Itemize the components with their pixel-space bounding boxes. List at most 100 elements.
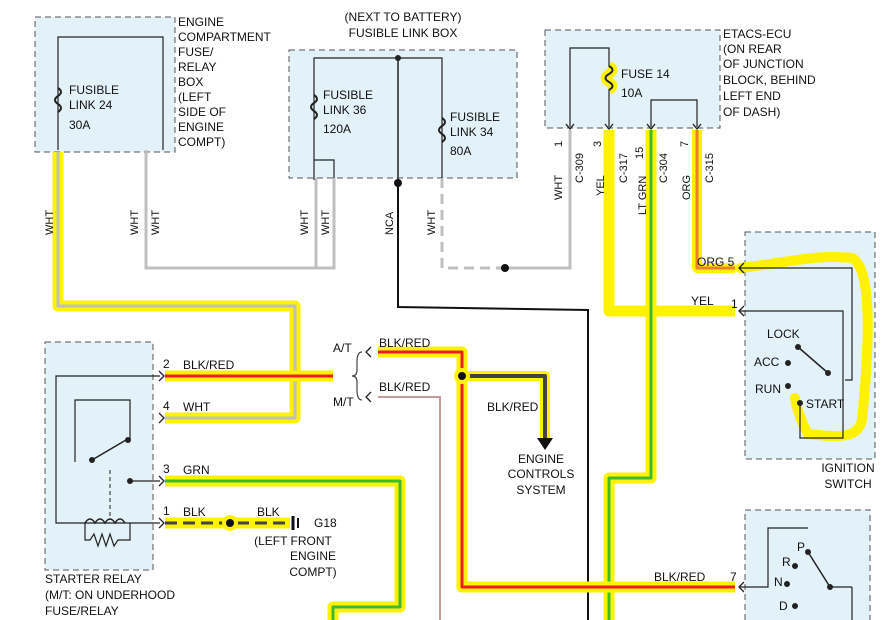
svg-text:R: R	[782, 555, 791, 569]
relay-diode	[84, 523, 131, 548]
org-wire	[695, 130, 735, 270]
svg-text:(NEXT TO BATTERY): (NEXT TO BATTERY)	[345, 10, 462, 24]
svg-text:ACC: ACC	[754, 355, 780, 369]
svg-text:GRN: GRN	[183, 463, 210, 477]
yel-wire	[603, 130, 735, 317]
svg-text:BLK/RED: BLK/RED	[379, 380, 431, 394]
fl24-circuit	[57, 36, 164, 150]
svg-text:SYSTEM: SYSTEM	[516, 483, 565, 497]
fl34-fuse-symbol	[438, 117, 446, 143]
svg-text:WHT: WHT	[299, 210, 311, 235]
svg-text:NCA: NCA	[384, 211, 396, 235]
fusible-link-36-label: FUSIBLE LINK 36 120A	[323, 88, 373, 136]
ignition-bus	[740, 267, 853, 381]
svg-text:WHT: WHT	[553, 175, 565, 200]
ignition-labels: ORG 5 1 YEL LOCK ACC RUN START IGNITION …	[691, 255, 875, 491]
grn-wire-highlight	[165, 475, 406, 620]
svg-text:IGNITION: IGNITION	[821, 461, 874, 475]
etacs-circuit-2	[650, 99, 698, 127]
wht-splice	[501, 264, 509, 272]
blkred-ecm-wire	[462, 374, 547, 440]
ignition-switch-arm	[797, 346, 829, 374]
trans-contact-n	[784, 581, 790, 587]
svg-text:COMPT): COMPT)	[289, 565, 336, 579]
svg-text:BLK/RED: BLK/RED	[654, 570, 706, 584]
svg-text:15: 15	[634, 147, 646, 159]
svg-text:BLK/RED: BLK/RED	[183, 358, 235, 372]
svg-text:WHT: WHT	[183, 400, 211, 414]
svg-text:D: D	[779, 599, 788, 613]
svg-text:ENGINE: ENGINE	[290, 549, 336, 563]
svg-text:FUSE 14: FUSE 14	[621, 67, 670, 81]
svg-text:LOCK: LOCK	[767, 327, 800, 341]
relay-internal	[55, 375, 160, 524]
svg-text:A/T: A/T	[333, 341, 352, 355]
trans-contact-d	[792, 603, 798, 609]
svg-text:RUN: RUN	[755, 382, 781, 396]
trans-contact-r	[792, 563, 798, 569]
at-mt-bracket	[351, 351, 363, 401]
org-wire-highlight	[692, 130, 735, 273]
svg-text:ORG 5: ORG 5	[697, 255, 735, 269]
ignition-start-path	[740, 310, 844, 439]
svg-text:BLK: BLK	[257, 505, 280, 519]
ign-contact-run	[785, 383, 791, 389]
svg-text:LT GRN: LT GRN	[637, 176, 649, 215]
svg-text:3: 3	[163, 462, 170, 476]
svg-text:BLK/RED: BLK/RED	[379, 336, 431, 350]
svg-text:C-315: C-315	[704, 153, 716, 183]
transmission-range-switch-box	[744, 509, 871, 620]
svg-text:WHT: WHT	[129, 210, 141, 235]
svg-text:120A: 120A	[323, 122, 351, 136]
fuse-14-label: FUSE 14 10A	[621, 67, 670, 100]
svg-text:7: 7	[679, 141, 691, 147]
fl-box-node	[395, 55, 401, 61]
wht-wire-etacs	[505, 130, 572, 270]
svg-text:1: 1	[553, 141, 565, 147]
etacs-ecu-box	[544, 29, 721, 129]
ign-contact-start	[797, 400, 803, 406]
blkred-at-wire	[378, 350, 735, 589]
svg-text:ORG: ORG	[681, 175, 693, 200]
svg-text:C-309: C-309	[574, 153, 586, 183]
svg-text:LINK 36: LINK 36	[323, 103, 367, 117]
svg-text:FUSIBLE: FUSIBLE	[69, 83, 119, 97]
svg-text:LINK 34: LINK 34	[450, 125, 494, 139]
svg-text:7: 7	[730, 570, 737, 584]
svg-text:(M/T: ON UNDERHOOD: (M/T: ON UNDERHOOD	[45, 588, 175, 602]
blkred-splice	[458, 372, 466, 380]
wht-wire-engine-box	[144, 150, 336, 270]
fusible-link-24-label: FUSIBLE LINK 24 30A	[69, 83, 119, 132]
trans-circuit	[740, 527, 808, 588]
svg-text:YEL: YEL	[595, 175, 607, 196]
svg-text:CONTROLS: CONTROLS	[508, 467, 575, 481]
svg-text:BOX: BOX	[178, 75, 203, 89]
svg-text:3: 3	[592, 141, 604, 147]
at-mt-labels: A/T M/T BLK/RED BLK/RED BLK/RED BLK/RED …	[333, 336, 737, 584]
svg-text:RELAY: RELAY	[178, 60, 216, 74]
svg-text:SIDE OF: SIDE OF	[178, 105, 226, 119]
ltgrn-wire	[607, 130, 653, 620]
svg-text:START: START	[806, 397, 845, 411]
connector-labels: 1 C-309 3 C-317 15 C-304 7 C-315	[553, 141, 716, 183]
svg-text:80A: 80A	[450, 144, 471, 158]
relay-wire-labels: 2 BLK/RED 4 WHT 3 GRN 1 BLK BLK G18 (LEF…	[163, 357, 337, 579]
nca-node	[394, 179, 402, 187]
transmission-switch-labels: P R N D	[774, 540, 805, 613]
svg-text:C-304: C-304	[658, 153, 670, 183]
svg-text:ENGINE: ENGINE	[178, 15, 224, 29]
svg-text:BLK/RED: BLK/RED	[487, 400, 539, 414]
nca-wire	[397, 183, 589, 620]
blkred-mt-wire	[378, 396, 441, 620]
svg-text:FUSIBLE: FUSIBLE	[323, 88, 373, 102]
fl36-split	[314, 159, 335, 180]
svg-text:LINK 24: LINK 24	[69, 98, 113, 112]
svg-text:30A: 30A	[69, 118, 90, 132]
grn-wire	[165, 479, 402, 620]
engine-controls-label: ENGINE CONTROLS SYSTEM	[508, 452, 575, 497]
svg-text:C-317: C-317	[618, 153, 630, 183]
connector-chevrons	[158, 123, 745, 593]
engine-box-label: ENGINE COMPARTMENT FUSE/ RELAY BOX (LEFT…	[178, 15, 272, 149]
svg-text:4: 4	[163, 399, 170, 413]
